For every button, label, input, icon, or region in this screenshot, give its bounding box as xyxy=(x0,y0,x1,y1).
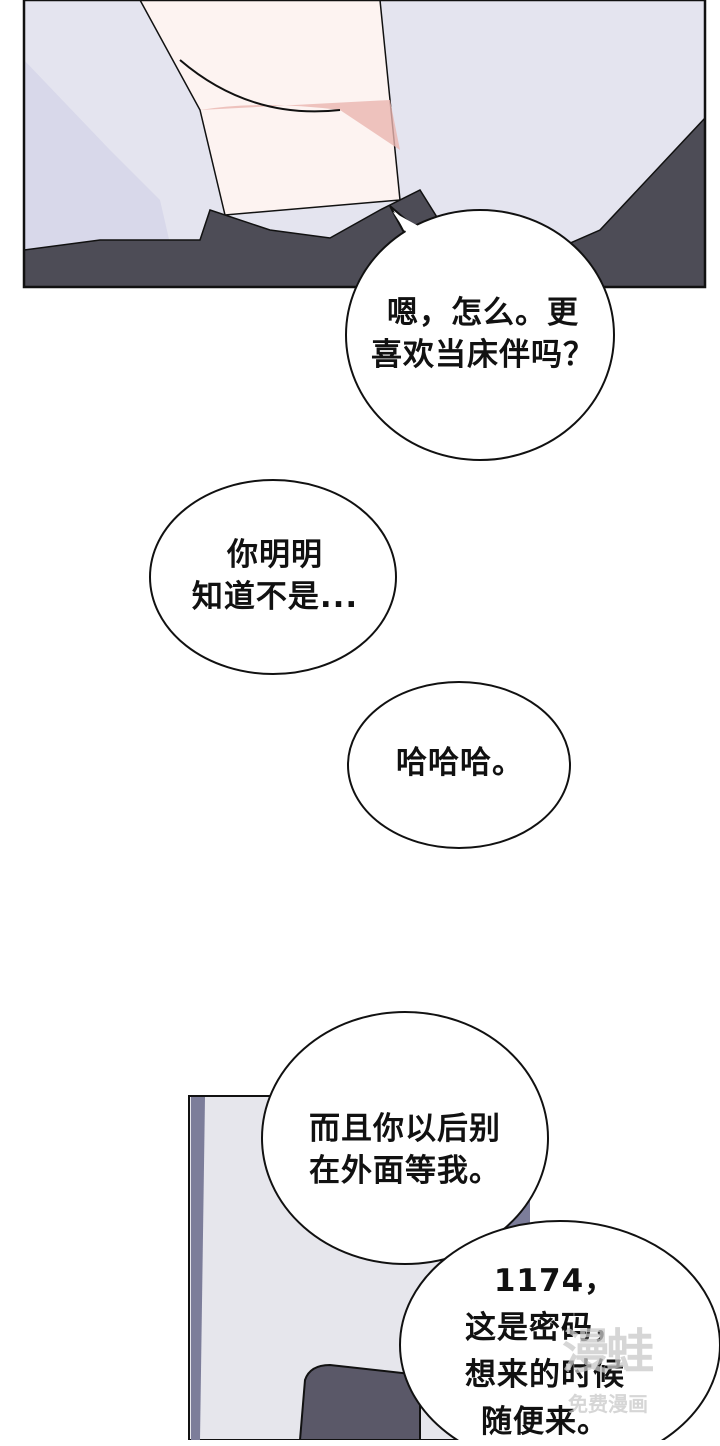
text-line: 在外面等我。 xyxy=(309,1153,501,1189)
panel-top xyxy=(22,0,707,289)
text-line: 这是密码， xyxy=(465,1310,625,1346)
bubble-5-text: 1174， 这是密码， 想来的时候 随便来。 xyxy=(420,1258,670,1446)
speech-bubble-4 xyxy=(261,1011,549,1265)
text-line: 嗯，怎么。更 xyxy=(387,295,579,331)
watermark-caption: 免费漫画 xyxy=(568,1392,648,1416)
bubble-4-text: 而且你以后别 在外面等我。 xyxy=(270,1108,540,1192)
bubble-2-text: 你明明 知道不是... xyxy=(160,534,390,618)
text-line: 知道不是... xyxy=(191,579,359,615)
speech-bubble-3 xyxy=(347,681,571,849)
watermark-logo: 漫蛙 xyxy=(562,1324,654,1380)
text-line: 喜欢当床伴吗？ xyxy=(371,337,595,373)
bubble-1-text: 嗯，怎么。更 喜欢当床伴吗？ xyxy=(350,292,616,376)
speech-bubble-5 xyxy=(399,1220,720,1440)
text-line: 1174， xyxy=(493,1263,617,1299)
text-line: 而且你以后别 xyxy=(309,1111,501,1147)
speech-bubble-2 xyxy=(149,479,397,675)
text-line: 你明明 xyxy=(227,537,323,573)
text-line: 想来的时候 xyxy=(465,1357,625,1393)
bubble-3-text: 哈哈哈。 xyxy=(360,742,560,784)
text-line: 随便来。 xyxy=(481,1404,609,1440)
speech-bubble-1 xyxy=(345,205,615,461)
text-line: 哈哈哈。 xyxy=(396,745,524,781)
